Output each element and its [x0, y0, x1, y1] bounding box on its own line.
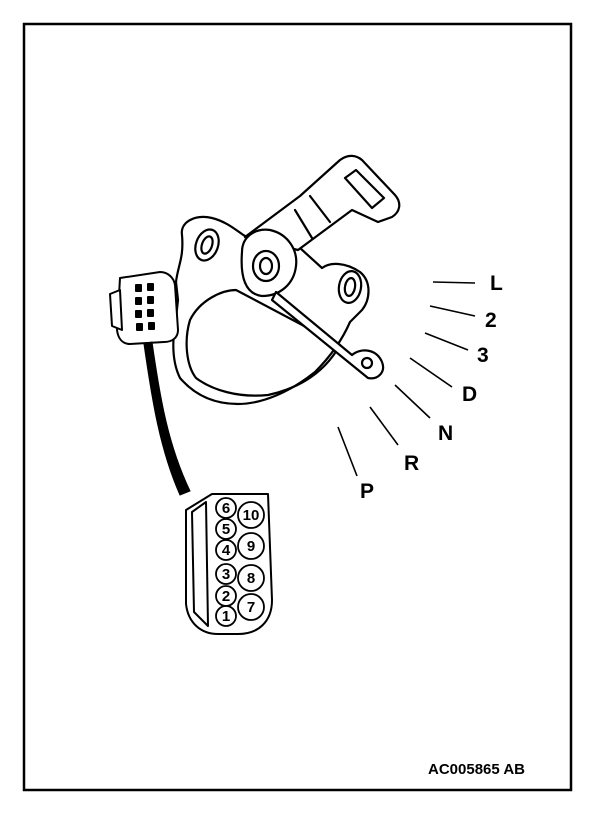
position-leader-3 — [424, 332, 469, 351]
pin-5 — [215, 518, 237, 540]
pin-3 — [215, 563, 237, 585]
manual-control-lever — [240, 154, 401, 380]
position-label-3: 3 — [477, 344, 489, 367]
pin-6 — [215, 497, 237, 519]
position-leader-l — [432, 281, 476, 284]
pin-label-4: 4 — [222, 542, 231, 559]
position-label-r: R — [404, 452, 419, 475]
pin-label-1: 1 — [222, 608, 230, 625]
inhibitor-switch-body — [172, 215, 370, 406]
position-label-d: D — [462, 383, 477, 406]
pin-label-9: 9 — [247, 538, 255, 555]
figure-code: AC005865 AB — [428, 761, 525, 778]
pin-label-8: 8 — [247, 570, 255, 587]
pin-label-10: 10 — [243, 507, 260, 524]
pin-8 — [237, 564, 265, 592]
pin-9 — [237, 532, 265, 560]
pin-label-5: 5 — [222, 521, 230, 538]
position-label-l: L — [490, 272, 503, 295]
position-label-p: P — [360, 480, 374, 503]
position-leader-r — [369, 406, 399, 446]
pin-7 — [237, 593, 265, 621]
pin-10 — [237, 501, 265, 529]
pin-label-7: 7 — [247, 599, 255, 616]
pin-4 — [215, 539, 237, 561]
connector-leader — [143, 341, 191, 496]
body-connector — [109, 271, 179, 345]
position-leader-n — [394, 384, 431, 419]
position-label-2: 2 — [485, 309, 497, 332]
position-label-n: N — [438, 422, 453, 445]
figure-border — [22, 22, 573, 792]
position-leader-p — [337, 426, 358, 477]
connector-pins: 6 5 4 3 2 1 10 9 8 7 — [215, 497, 265, 627]
pin-label-2: 2 — [222, 588, 230, 605]
position-leader-2 — [429, 305, 476, 317]
position-leader-d — [409, 357, 453, 388]
pin-1 — [215, 605, 237, 627]
pin-label-6: 6 — [222, 500, 230, 517]
lever-pin — [360, 356, 374, 370]
pin-label-3: 3 — [222, 566, 230, 583]
